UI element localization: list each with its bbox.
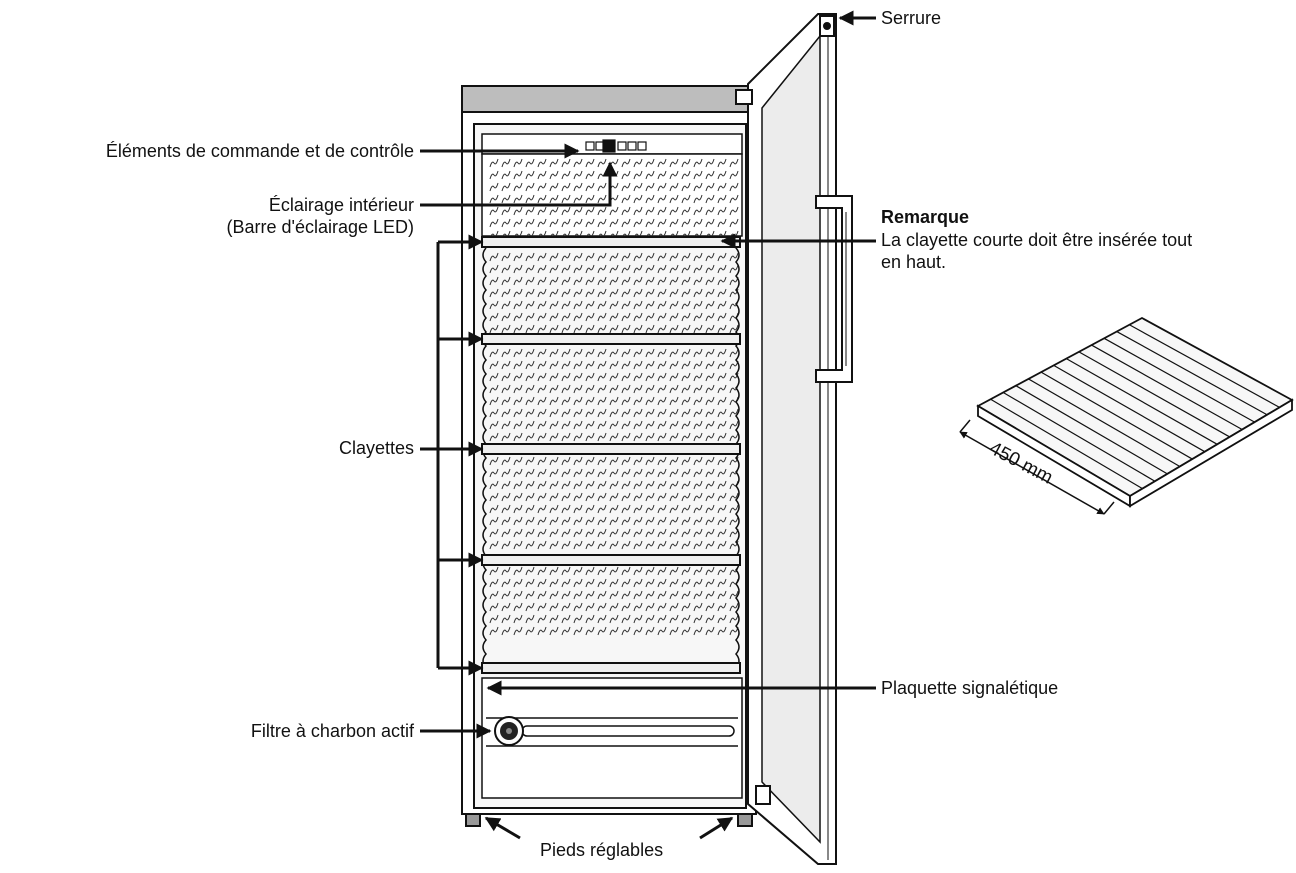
arrow-pieds-right xyxy=(699,816,734,840)
label-pieds: Pieds réglables xyxy=(540,840,664,860)
side-rails xyxy=(482,247,740,669)
label-commande: Éléments de commande et de contrôle xyxy=(105,141,414,161)
label-remarque-text-2: en haut. xyxy=(881,252,947,272)
arrow-pieds-left xyxy=(484,816,521,840)
shelf-1 xyxy=(481,236,741,248)
shelf-5 xyxy=(481,662,741,674)
dimension-line xyxy=(959,419,1115,515)
cabinet-top-bar xyxy=(461,85,757,113)
slat-5 xyxy=(1040,371,1193,460)
bottle-zone-2 xyxy=(489,252,739,334)
leader-lines xyxy=(420,10,876,840)
slat-11 xyxy=(1116,331,1268,416)
display-screen xyxy=(602,139,616,153)
door-hinge-top xyxy=(735,89,753,105)
carbon-filter xyxy=(494,716,524,746)
shelf-3 xyxy=(481,443,741,455)
label-filtre: Filtre à charbon actif xyxy=(250,721,414,741)
door-hinge-bottom xyxy=(755,785,771,805)
slat-6 xyxy=(1053,364,1206,453)
bottle-zone-4 xyxy=(489,456,739,550)
bottom-drawer xyxy=(481,677,743,799)
slat-4 xyxy=(1028,378,1181,467)
label-eclairage-line2: (Barre d'éclairage LED) xyxy=(226,217,414,237)
label-clayettes: Clayettes xyxy=(338,438,414,458)
foot-right xyxy=(737,813,753,827)
shelf-2 xyxy=(481,333,741,345)
clayettes-bracket xyxy=(420,234,484,676)
slat-12 xyxy=(1129,324,1280,408)
label-plaquette: Plaquette signalétique xyxy=(881,678,1059,698)
slat-7 xyxy=(1066,358,1218,445)
foot-left xyxy=(465,813,481,827)
control-buttons xyxy=(585,139,647,153)
label-remarque-title: Remarque xyxy=(881,207,970,227)
bottle-zone-3 xyxy=(489,348,739,442)
label-eclairage-line1: Éclairage intérieur xyxy=(268,195,414,215)
arrow-eclairage xyxy=(420,161,618,207)
shelf-4 xyxy=(481,554,741,566)
slat-8 xyxy=(1078,351,1230,438)
rail-left xyxy=(482,247,487,669)
label-remarque-text-1: La clayette courte doit être insérée tou… xyxy=(881,230,1193,250)
rail-right xyxy=(735,247,740,669)
upper-compartment xyxy=(481,153,743,237)
slat-3 xyxy=(1015,385,1168,475)
slat-10 xyxy=(1103,337,1255,423)
short-shelf xyxy=(976,316,1294,508)
bottle-rows xyxy=(489,158,739,636)
slat-9 xyxy=(1091,344,1243,431)
shelf-right-edge xyxy=(1129,398,1293,508)
open-door xyxy=(735,13,853,865)
bottle-zone-1 xyxy=(489,158,739,240)
bottle-zone-5 xyxy=(489,566,739,636)
label-serrure: Serrure xyxy=(881,8,942,28)
door-glass xyxy=(761,33,821,844)
